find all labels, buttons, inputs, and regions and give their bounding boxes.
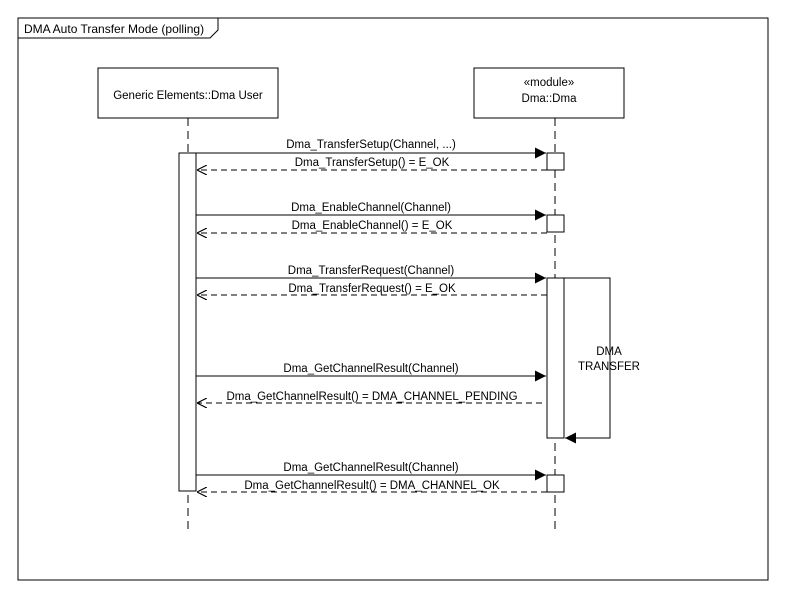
participant-dma-module[interactable]: «module» Dma::Dma — [473, 67, 625, 119]
message-label: Dma_GetChannelResult() = DMA_CHANNEL_PEN… — [226, 391, 517, 403]
activation-bar-dma — [546, 214, 565, 233]
message-return[interactable]: Dma_GetChannelResult() = DMA_CHANNEL_OK — [197, 480, 547, 492]
message-label: Dma_TransferSetup() = E_OK — [295, 157, 450, 169]
message-return[interactable]: Dma_TransferRequest() = E_OK — [197, 283, 547, 295]
message-label: Dma_TransferSetup(Channel, ...) — [286, 139, 456, 151]
message-label: Dma_EnableChannel(Channel) — [291, 202, 451, 214]
activation-bar-dma — [546, 277, 565, 439]
message-label: Dma_EnableChannel() = E_OK — [292, 220, 453, 232]
participant-name: Dma::Dma — [522, 93, 578, 105]
message-call[interactable]: Dma_TransferRequest(Channel) — [196, 265, 546, 284]
message-label: Dma_GetChannelResult() = DMA_CHANNEL_OK — [244, 480, 500, 492]
activation-bar-user — [178, 152, 197, 492]
activation-bar-dma — [546, 152, 565, 171]
message-label: Dma_GetChannelResult(Channel) — [283, 462, 458, 474]
message-label: Dma_TransferRequest() = E_OK — [288, 283, 456, 295]
message-call[interactable]: Dma_EnableChannel(Channel) — [196, 202, 546, 221]
self-message-label-line2: TRANSFER — [578, 361, 640, 373]
message-return[interactable]: Dma_EnableChannel() = E_OK — [197, 220, 547, 233]
diagram-frame: DMA Auto Transfer Mode (polling) — [17, 17, 769, 581]
participant-box — [97, 67, 279, 119]
participant-stereotype: «module» — [524, 77, 575, 89]
participant-dma-user[interactable]: Generic Elements::Dma User — [97, 67, 279, 119]
frame-title-tab — [18, 17, 219, 39]
frame-title: DMA Auto Transfer Mode (polling) — [24, 22, 204, 36]
participant-box — [473, 67, 625, 119]
message-label: Dma_TransferRequest(Channel) — [288, 265, 455, 277]
self-message-dma-transfer[interactable]: DMA TRANSFER — [564, 277, 640, 444]
message-label: Dma_GetChannelResult(Channel) — [283, 363, 458, 375]
message-call[interactable]: Dma_GetChannelResult(Channel) — [196, 363, 546, 382]
message-call[interactable]: Dma_GetChannelResult(Channel) — [196, 462, 546, 481]
participant-name: Generic Elements::Dma User — [113, 90, 263, 102]
message-call[interactable]: Dma_TransferSetup(Channel, ...) — [196, 139, 546, 159]
activation-bar-dma — [546, 474, 565, 493]
message-return[interactable]: Dma_GetChannelResult() = DMA_CHANNEL_PEN… — [197, 391, 542, 403]
self-message-arrow — [564, 277, 611, 444]
message-return[interactable]: Dma_TransferSetup() = E_OK — [197, 157, 547, 170]
self-message-label-line1: DMA — [596, 346, 622, 358]
